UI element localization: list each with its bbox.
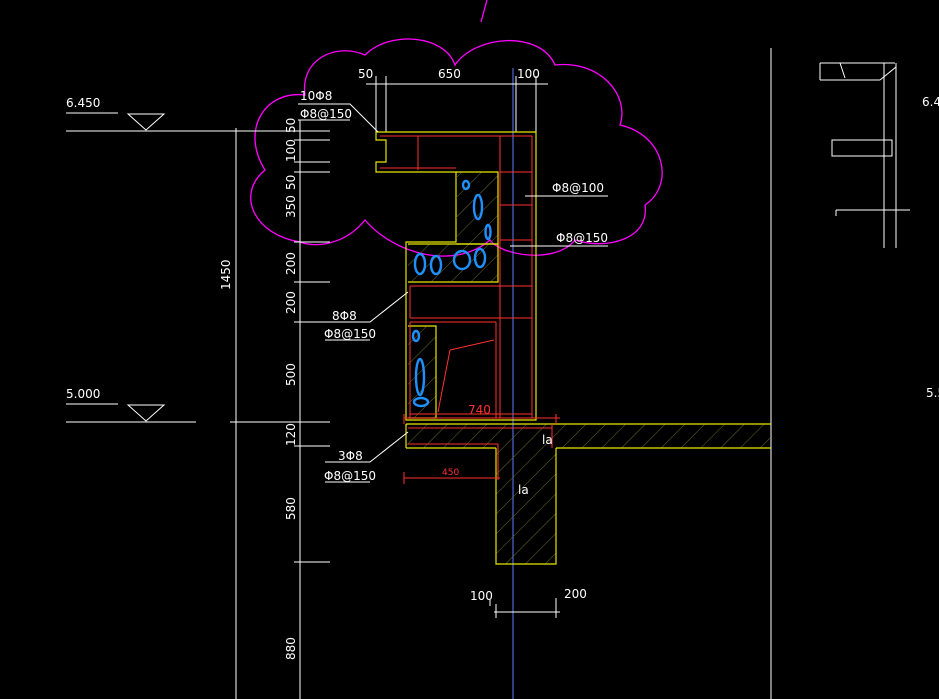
segment-dimension-line [294, 120, 330, 699]
rebar-label-top-bars: 10Φ8 [300, 89, 332, 103]
rebar-label-mid-stirrup: Φ8@150 [324, 327, 376, 341]
elevation-top-label: 6.450 [66, 96, 100, 110]
segment-dim-10: 880 [284, 637, 298, 660]
top-dim-100: 100 [517, 67, 540, 81]
segment-dim-1: 50 [284, 118, 298, 133]
top-dim-650: 650 [438, 67, 461, 81]
bottom-dim-100: 100 [470, 589, 493, 603]
segment-dim-3: 50 [284, 175, 298, 190]
footing-hatch [496, 448, 556, 564]
rebar-label-right-lower: Φ8@150 [556, 231, 608, 245]
blue-revision-marks [411, 179, 492, 408]
hatch-outline-middle [408, 243, 499, 283]
red-dim-740-label: 740 [468, 403, 491, 417]
bottom-dimension-line [489, 598, 560, 618]
segment-dim-9: 580 [284, 497, 298, 520]
footing-outline [495, 448, 557, 565]
elevation-mark-top [66, 112, 300, 132]
red-dimension-450 [403, 472, 500, 484]
segment-dim-7: 500 [284, 363, 298, 386]
red-dim-450-label: 450 [442, 468, 459, 478]
top-dim-50: 50 [358, 67, 373, 81]
elevation-right-bottom-label: 5.5 [926, 386, 939, 400]
rebar-label-top-stirrup: Φ8@150 [300, 107, 352, 121]
segment-dim-8: 120 [284, 423, 298, 446]
anchorage-label-lower: la [518, 483, 529, 497]
rebar-label-bottom-stirrup: Φ8@150 [324, 469, 376, 483]
segment-dim-4: 350 [284, 195, 298, 218]
elevation-bottom-label: 5.000 [66, 387, 100, 401]
right-partial-detail [819, 62, 910, 248]
total-height-label: 1450 [219, 259, 233, 290]
leader-lines [298, 103, 608, 483]
floor-slab-outline [405, 423, 771, 449]
anchorage-label-upper: la [542, 433, 553, 447]
rebar-label-right-upper: Φ8@100 [552, 181, 604, 195]
elevation-right-top-label: 6.4 [922, 95, 939, 109]
rebar-label-mid-bars: 8Φ8 [332, 309, 357, 323]
slab-rebar [408, 424, 553, 480]
segment-dim-6: 200 [284, 291, 298, 314]
bottom-dim-200: 200 [564, 587, 587, 601]
rebar-lines [380, 135, 533, 418]
total-height-dimension [230, 128, 300, 699]
hatch-region-lower [408, 326, 436, 418]
elevation-mark-bottom [66, 403, 196, 423]
segment-dim-5: 200 [284, 252, 298, 275]
top-dimension-line [366, 76, 548, 132]
cloud-tag-line [480, 0, 488, 23]
red-dimension-740 [403, 414, 560, 424]
segment-dim-2: 100 [284, 139, 298, 162]
rebar-label-bottom-bars: 3Φ8 [338, 449, 363, 463]
